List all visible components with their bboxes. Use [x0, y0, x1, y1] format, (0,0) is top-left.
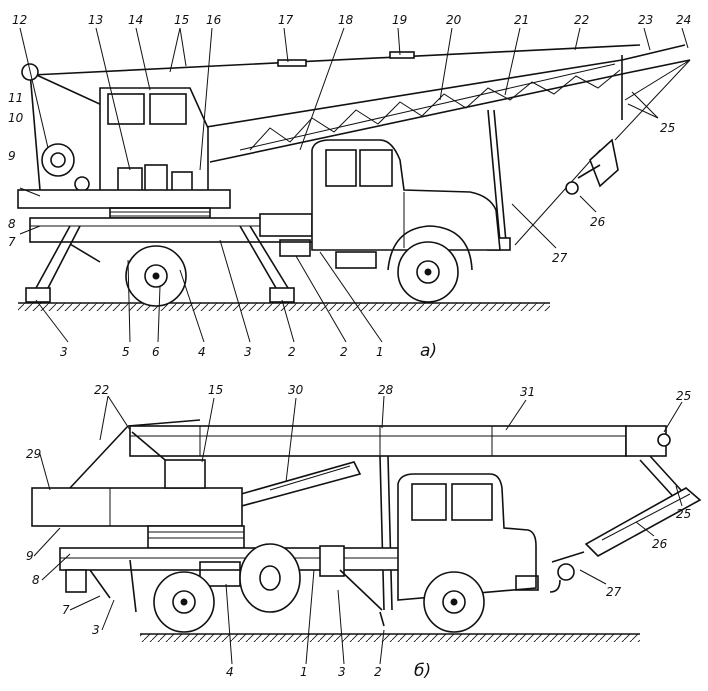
strut-b — [379, 455, 393, 611]
callout-15: 14 — [128, 13, 143, 27]
hook-b — [549, 551, 585, 593]
callout-25: 24 — [676, 13, 691, 27]
callout-28: 27 — [552, 251, 568, 265]
callout-22: 21 — [514, 13, 529, 27]
telescopic-boom-b — [129, 425, 667, 457]
callout-9: 9 — [26, 549, 34, 563]
callout-13: 12 — [12, 13, 27, 27]
truck-cab-a — [311, 139, 501, 269]
callouts-b: 22 15 30 28 31 25 25 26 27 29 9 8 7 3 4 … — [26, 383, 691, 681]
callout-10: 9 — [8, 149, 16, 163]
callout-22: 22 — [94, 383, 109, 397]
callout-27: 27 — [606, 585, 622, 599]
callout-7: 7 — [62, 603, 70, 617]
subfigure-label-a: а) — [420, 341, 437, 361]
callout-1: 1 — [300, 665, 308, 679]
turntable-a — [17, 189, 231, 219]
callout-25-bottom: 25 — [676, 507, 691, 521]
callout-24: 23 — [638, 13, 653, 27]
callout-25-top: 25 — [676, 389, 691, 403]
callout-26: 26 — [652, 537, 668, 551]
callout-14: 13 — [88, 13, 103, 27]
callout-21: 20 — [446, 13, 462, 27]
callout-3-left: 3 — [60, 345, 68, 359]
callout-20: 19 — [392, 13, 407, 27]
callout-11: 10 — [8, 111, 24, 125]
callout-7: 5 — [122, 345, 130, 359]
callout-3-right: 2 — [288, 345, 296, 359]
front-wheel-a — [387, 225, 473, 303]
middle-wheel-b — [239, 543, 301, 613]
callout-2: 2 — [374, 665, 382, 679]
callout-29: 29 — [26, 447, 41, 461]
subfigure-label-b: б) — [414, 661, 431, 681]
jib-b — [584, 433, 702, 557]
callout-3-right: 3 — [338, 665, 346, 679]
hoist-rope-a — [31, 44, 691, 246]
callout-leaders-a — [19, 27, 689, 343]
callouts-a: 12 13 14 15 16 17 18 19 20 21 22 23 24 2… — [8, 13, 691, 361]
callout-23: 22 — [574, 13, 589, 27]
callout-30: 30 — [288, 383, 304, 397]
rear-wheel-b — [153, 571, 215, 633]
callout-1: 1 — [376, 345, 384, 359]
outriggers-b — [65, 559, 385, 627]
ground-b — [140, 633, 640, 642]
lattice-boom-a — [199, 44, 691, 163]
callout-31: 31 — [520, 385, 535, 399]
callout-16: 15 — [174, 13, 189, 27]
callout-3-left: 3 — [92, 623, 100, 637]
winch-a — [74, 164, 193, 193]
counterweight-b — [31, 459, 243, 527]
callout-27: 26 — [590, 215, 606, 229]
callout-4: 4 — [226, 665, 234, 679]
callout-15: 15 — [208, 383, 223, 397]
callout-18: 17 — [278, 13, 294, 27]
callout-9: 8 — [8, 217, 16, 231]
callout-2: 2 — [340, 345, 348, 359]
truck-crane-b: 22 15 30 28 31 25 25 26 27 29 9 8 7 3 4 … — [26, 383, 702, 681]
callout-4: 3 — [244, 345, 252, 359]
callout-8: 8 — [32, 573, 40, 587]
callout-5: 4 — [198, 345, 206, 359]
callout-28: 28 — [378, 383, 394, 397]
callout-leaders-b — [33, 395, 683, 665]
callout-26: 25 — [660, 121, 675, 135]
callout-17: 16 — [206, 13, 222, 27]
callout-6: 6 — [152, 345, 160, 359]
chassis-b — [59, 545, 401, 587]
outriggers-a — [25, 225, 295, 303]
truck-crane-a: 12 13 14 15 16 17 18 19 20 21 22 23 24 2… — [8, 13, 691, 361]
truck-cab-b — [397, 473, 539, 601]
rear-wheel-a — [125, 245, 187, 307]
hook-block-a — [565, 138, 619, 195]
callout-8: 7 — [8, 235, 16, 249]
front-wheel-b — [423, 571, 485, 633]
turntable-b — [147, 525, 245, 549]
callout-19: 18 — [338, 13, 354, 27]
callout-12: 11 — [8, 91, 23, 105]
chassis-a — [29, 213, 321, 257]
